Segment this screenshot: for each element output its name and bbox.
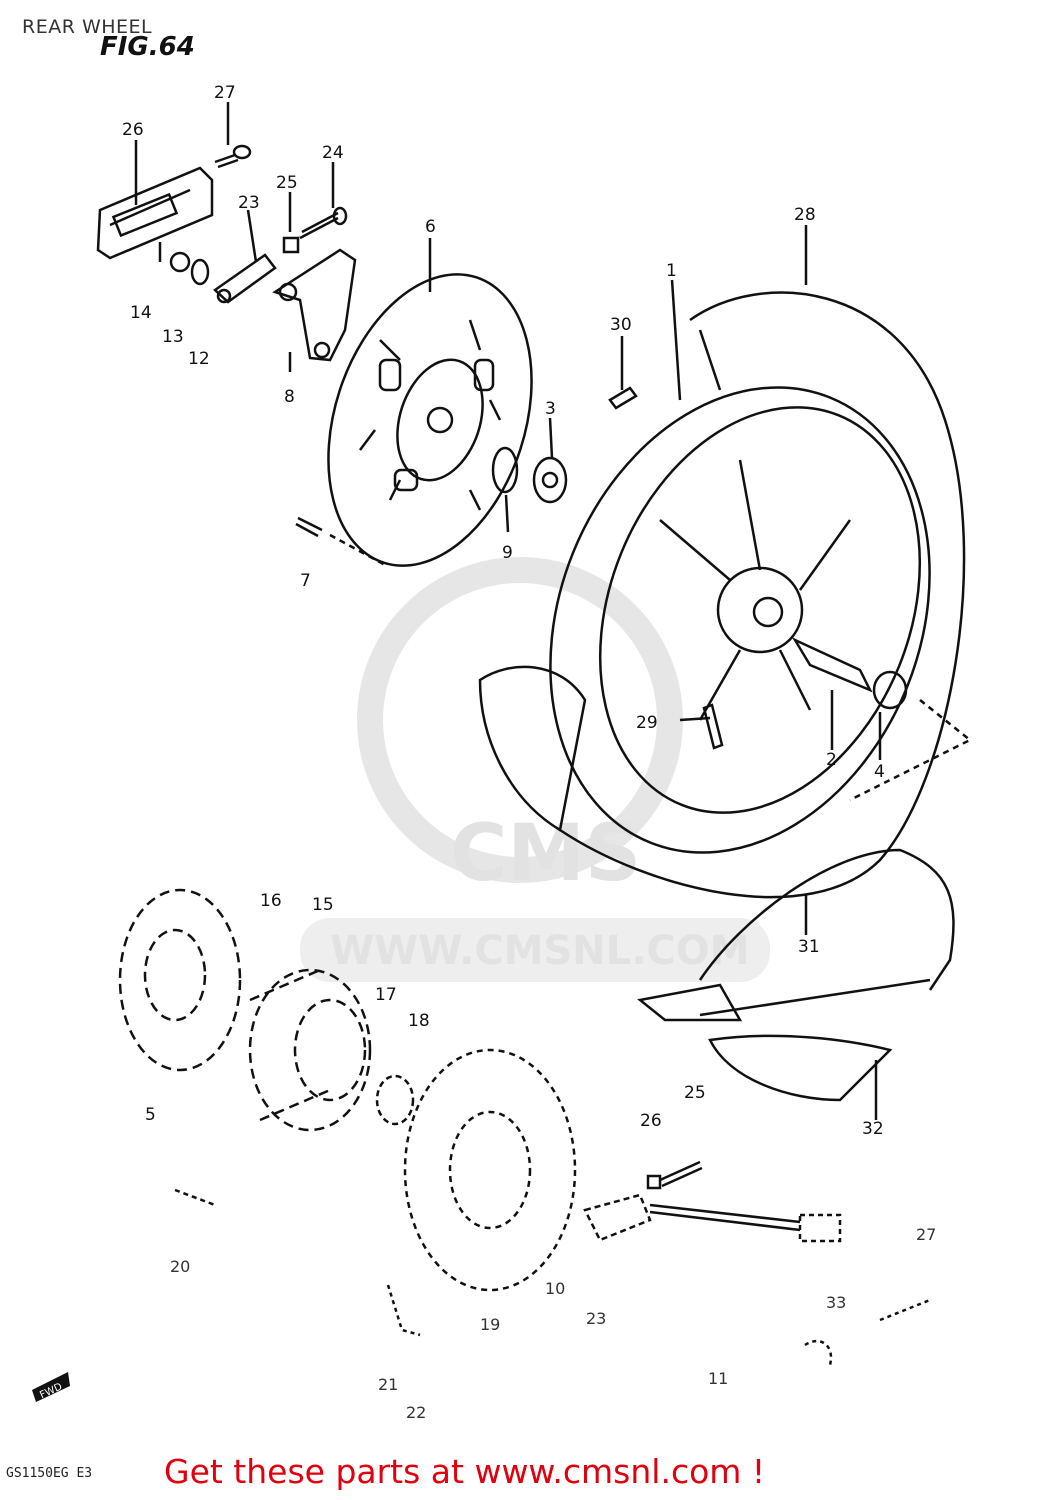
callout-28: 28 [794,205,816,225]
part-28-tire [478,291,966,899]
part-5-drum [248,968,372,1132]
part-24-bolt [299,211,339,240]
part-23-link [213,253,277,304]
part-10-axle [649,1203,801,1232]
part-13-nut [169,251,191,273]
callout-23: 23 [238,193,260,213]
callout-11: 11 [708,1369,728,1388]
callout-25-lower: 26 [640,1111,662,1131]
part-19-sprocket [403,1048,577,1292]
callout-21: 21 [378,1375,398,1394]
buy-parts-link[interactable]: Get these parts at www.cmsnl.com ! [164,1452,766,1491]
callout-25: 25 [276,173,298,193]
part-3-bearing [532,456,568,504]
callout-15: 15 [312,895,334,915]
part-7-bolt [295,516,323,538]
part-24-bolt-lower [659,1160,703,1188]
cms-watermark: CMS WWW.CMSNL.COM [300,557,770,982]
callout-7: 7 [300,571,311,591]
callout-5: 5 [145,1105,156,1125]
part-6-brake-disc [327,273,533,567]
callout-14: 14 [130,303,152,323]
callout-22: 22 [406,1403,426,1422]
callout-24-lower: 25 [684,1083,706,1103]
callout-33: 33 [826,1293,846,1312]
callout-8: 8 [284,387,295,407]
callout-10: 10 [545,1279,565,1298]
callout-4: 4 [874,762,885,782]
part-9-spacer [491,446,519,494]
callout-16: 16 [260,891,282,911]
callout-23-lower: 23 [586,1309,606,1328]
callout-labels: 27 26 24 25 23 6 28 1 30 14 13 12 8 3 9 … [122,83,936,1422]
part-16-hub-carrier [118,888,242,1072]
callout-31: 31 [798,937,820,957]
callout-27-lower: 27 [916,1225,936,1244]
callout-24: 24 [322,143,344,163]
part-8-bracket [272,248,357,362]
part-26-adjuster-plate [96,166,214,260]
callout-29: 29 [636,713,658,733]
forward-arrow: FWD [32,1372,70,1402]
callout-3: 3 [545,399,556,419]
part-20-stud [174,1188,216,1207]
watermark-url: WWW.CMSNL.COM [330,928,750,974]
part-25-nut-lower [646,1174,662,1190]
part-27-bolt [214,144,252,169]
part-23-adjuster [583,1193,652,1242]
part-21-clip [386,1284,421,1337]
callout-12: 12 [188,349,210,369]
part-18-bearing [375,1074,415,1126]
part-31-chain-case [637,848,955,1022]
callout-2: 2 [826,750,837,770]
part-30-valve-cap [608,386,638,410]
callout-19: 19 [480,1315,500,1334]
callout-18: 18 [408,1011,430,1031]
callout-17: 17 [375,985,397,1005]
callout-9: 9 [502,543,513,563]
watermark-brand: CMS [450,809,641,899]
callout-1: 1 [666,261,677,281]
part-32-mudguard [708,1034,893,1102]
callout-20: 20 [170,1257,190,1276]
part-4-bearing [872,670,908,710]
callout-30: 30 [610,315,632,335]
callout-13: 13 [162,327,184,347]
forward-label: FWD [38,1381,64,1401]
page-title: REAR WHEEL [22,16,153,38]
part-11-cotter [804,1339,833,1366]
callout-27: 27 [214,83,236,103]
callout-26: 26 [122,120,144,140]
part-33-pin [879,1298,931,1322]
callout-32: 32 [862,1119,884,1139]
part-12-washer [190,258,210,286]
diagram-code: GS1150EG E3 [6,1466,93,1481]
figure-number: FIG.64 [100,32,195,62]
part-25-nut [282,236,300,254]
callout-6: 6 [425,217,436,237]
part-29-valve [702,703,724,750]
part-27-nut [798,1213,842,1243]
